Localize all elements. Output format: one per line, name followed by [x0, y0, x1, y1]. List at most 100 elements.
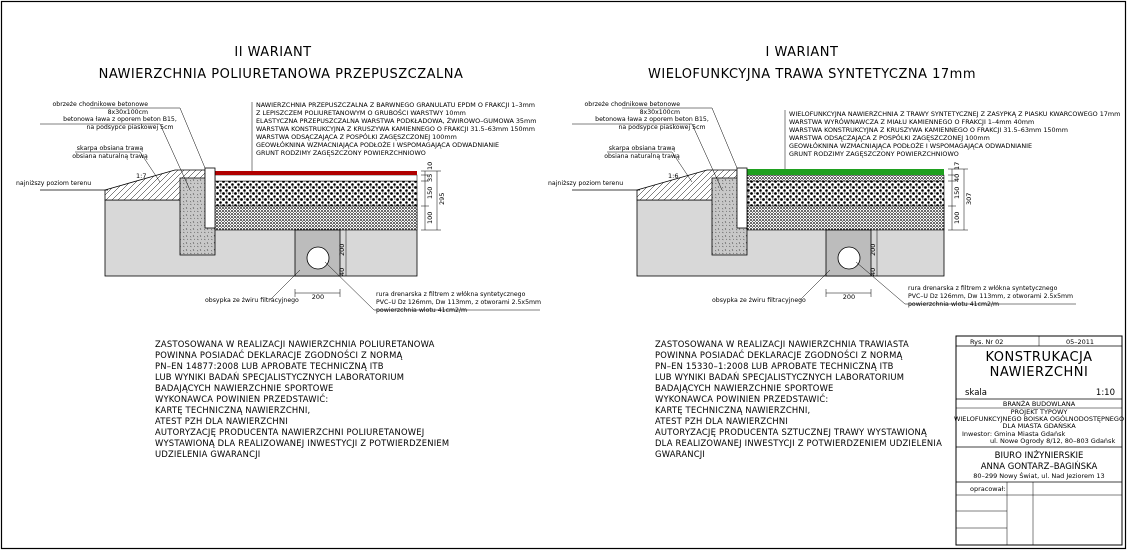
variant1-label-slope: skarpa obsiana trawą — [609, 145, 676, 152]
investor-line-1: Inwestor: Gmina Miasta Gdańsk — [962, 430, 1065, 438]
variant2-rubber-layer — [214, 174, 418, 182]
variant2-layer-2: Z LEPISZCZEM POLIURETANOWYM O GRUBOŚCI W… — [256, 108, 466, 117]
variant2-leader-1b — [179, 107, 206, 169]
variant1-layer-1: WIELOFUNKCYJNA NAWIERZCHNIA Z TRAWY SYNT… — [789, 110, 1120, 118]
variant2-drain-1: rura drenarska z filtrem z włókna syntet… — [376, 290, 526, 298]
drawing-number: Rys. Nr 02 — [970, 338, 1003, 346]
variant2-gravel-layer — [214, 180, 418, 207]
variant2-label-bench: betonowa ława z oporem beton B15, — [63, 116, 177, 123]
variant2-drain-3: powierzchnia wlotu 41cm2/m — [376, 307, 467, 314]
variant1-note-6: WYKONAWCA POWINIEN PRZEDSTAWIĆ: — [655, 393, 828, 404]
variant2-layer-4: WARSTWA KONSTRUKCYJNA Z KRUSZYWA KAMIENN… — [256, 125, 535, 133]
variant2-dim-35: 35 — [426, 174, 434, 182]
variant1-layer-5: GEOWŁÓKNINA WZMACNIAJĄCA PODŁOŻE I WSPOM… — [789, 141, 1032, 150]
variant2-leader-drain — [324, 261, 375, 311]
variant1-note-8: ATEST PZH DLA NAWIERZCHNI — [655, 416, 788, 426]
variant1-dim-100: 100 — [953, 212, 961, 224]
variant2-note-8: ATEST PZH DLA NAWIERZCHNI — [155, 416, 288, 426]
variant2-dimensions: 10 35 150 100 295 200 40 200 — [294, 162, 446, 301]
variant1-turf-layer — [747, 169, 944, 175]
variant1-drain-3: powierzchnia wlotu 41cm2/m — [908, 301, 999, 308]
variant1-label-ground: najniższy poziom terenu — [548, 180, 623, 187]
variant2-note-7: KARTĘ TECHNICZNĄ NAWIERZCHNI, — [155, 405, 310, 415]
variant1-drainage-layer — [746, 204, 945, 231]
variant2-layer-1: NAWIERZCHNIA PRZEPUSZCZALNA Z BARWNEGO G… — [256, 101, 535, 109]
variant1-note-11: GWARANCJI — [655, 449, 705, 459]
variant2-layer-5: WARSTWA ODSĄCZAJĄCA Z POSPÓLKI ZAGĘSZCZO… — [256, 132, 457, 141]
variant2-note-11: UDZIELENIA GWARANCJI — [155, 449, 260, 459]
variant2-note-9: AUTORYZACJĘ PRODUCENTA NAWIERZCHNI POLIU… — [155, 427, 424, 437]
variant2-dim-bed: 40 — [338, 268, 346, 276]
project-line-2: WIELOFUNKCYJNEGO BOISKA OGÓLNODOSTĘPNEGO — [954, 414, 1124, 423]
variant1-heading: I WARIANT — [766, 45, 839, 60]
variant1-dim-150: 150 — [953, 187, 961, 199]
variant1-label-backfill: obsypka ze żwiru filtracyjnego — [712, 297, 806, 304]
variant1-note-10: DLA REALIZOWANEJ INWESTYCJI Z POTWIERDZE… — [655, 438, 942, 448]
variant1-dim-307: 307 — [965, 193, 973, 205]
variant2-drain-2: PVC–U Dz 126mm, Dw 113mm, z otworami 2.5… — [376, 299, 541, 306]
variant1-note: ZASTOSOWANA W REALIZACJI NAWIERZCHNIA TR… — [655, 339, 942, 459]
variant1-label-bench: betonowa ława z oporem beton B15, — [595, 116, 709, 123]
variant1-gravel-layer — [746, 180, 945, 207]
variant1-label-bench-2: na podsypce piaskowej 5cm — [618, 124, 705, 131]
variant1-label-curb: obrzeże chodnikowe betonowe — [584, 101, 680, 108]
variant1-layer-2: WARSTWA WYRÓWNAWCZA Z MIAŁU KAMIENNEGO O… — [789, 117, 1034, 126]
title-block-frame — [955, 335, 1123, 546]
variant1-dim-17: 17 — [953, 162, 961, 170]
variant2-label-curb: obrzeże chodnikowe betonowe — [52, 101, 148, 108]
variant1-leveling-layer — [746, 174, 945, 182]
variant1-layer-list: WIELOFUNKCYJNA NAWIERZCHNIA Z TRAWY SYNT… — [784, 110, 1120, 169]
variant2-curb — [204, 167, 216, 229]
variant1-layer-3: WARSTWA KONSTRUKCYJNA Z KRUSZYWA KAMIENN… — [789, 126, 1068, 134]
variant2-note-5: BADAJĄCYCH NAWIERZCHNIE SPORTOWE — [155, 383, 334, 393]
variant2-note-6: WYKONAWCA POWINIEN PRZEDSTAWIĆ: — [155, 393, 328, 404]
office-address: 80–299 Nowy Świat, ul. Nad Jeziorem 13 — [973, 471, 1104, 480]
variant2-dim-150: 150 — [426, 187, 434, 199]
variant1-note-3: PN–EN 15330–1:2008 LUB APROBATE TECHNICZ… — [655, 361, 894, 371]
variant1-layer-6: GRUNT RODZIMY ZAGĘSZCZONY POWIERZCHNIOWO — [789, 150, 959, 158]
variant1-note-1: ZASTOSOWANA W REALIZACJI NAWIERZCHNIA TR… — [655, 339, 909, 349]
variant2-note-10: WYSTAWIONĄ DLA REALIZOWANEJ INWESTYCJI Z… — [155, 438, 449, 448]
variant1-curb — [736, 167, 748, 229]
variant2-section: II WARIANT NAWIERZCHNIA POLIURETANOWA PR… — [16, 45, 541, 459]
drawing-title-2: NAWIERZCHNI — [990, 365, 1089, 380]
title-block: Rys. Nr 02 05–2011 KONSTRUKACJA NAWIERZC… — [954, 335, 1124, 546]
variant1-dim-trench: 200 — [869, 244, 877, 256]
variant1-note-9: AUTORYZACJĘ PRODUCENTA SZTUCZNEJ TRAWY W… — [655, 427, 927, 437]
variant2-subheading: NAWIERZCHNIA POLIURETANOWA PRZEPUSZCZALN… — [99, 67, 464, 82]
office-owner: ANNA GONTARZ–BAGIŃSKA — [981, 460, 1098, 472]
variant2-leader-3b — [139, 151, 161, 183]
branch-label: BRANŻA BUDOWLANA — [1003, 399, 1076, 408]
prepared-by-label: opracował: — [970, 485, 1006, 493]
drawing-date: 05–2011 — [1066, 338, 1094, 346]
variant1-section: I WARIANT WIELOFUNKCYJNA TRAWA SYNTETYCZ… — [548, 45, 1120, 459]
variant2-label-backfill: obsypka ze żwiru filtracyjnego — [205, 297, 299, 304]
variant2-leader-backfill — [269, 269, 301, 301]
variant1-note-5: BADAJĄCYCH NAWIERZCHNIE SPORTOWE — [655, 383, 834, 393]
variant2-leader-2b — [159, 123, 191, 191]
variant2-dim-10: 10 — [426, 162, 434, 170]
scale-label: skala — [965, 388, 987, 398]
variant2-dim-width: 200 — [312, 293, 324, 301]
variant1-note-2: POWINNA POSIADAĆ DEKLARACJE ZGODNOŚCI Z … — [655, 349, 903, 360]
project-line-3: DLA MIASTA GDAŃSKA — [1002, 421, 1076, 430]
variant1-subheading: WIELOFUNKCYJNA TRAWA SYNTETYCZNA 17mm — [648, 67, 976, 82]
variant1-dim-bed: 40 — [869, 268, 877, 276]
variant1-label-slope-2: obsiana naturalną trawą — [604, 153, 680, 160]
variant2-layer-3: ELASTYCZNA PRZEPUSZCZALNA WARSTWA PODKŁA… — [256, 116, 536, 125]
variant2-heading: II WARIANT — [234, 45, 311, 60]
variant2-layer-7: GRUNT RODZIMY ZAGĘSZCZONY POWIERZCHNIOWO — [256, 149, 426, 157]
variant2-label-slope-2: obsiana naturalną trawą — [72, 153, 148, 160]
variant2-dim-295: 295 — [438, 193, 446, 205]
variant2-note-3: PN–EN 14877:2008 LUB APROBATE TECHNICZNĄ… — [155, 361, 384, 371]
variant1-note-7: KARTĘ TECHNICZNĄ NAWIERZCHNI, — [655, 405, 810, 415]
variant1-note-4: LUB WYNIKI BADAŃ SPECJALISTYCZNYCH LABOR… — [655, 371, 904, 382]
variant1-dim-40: 40 — [953, 174, 961, 182]
variant2-drainage-layer — [214, 204, 418, 231]
variant2-layer-6: GEOWŁÓKNINA WZMACNIAJĄCA PODŁOŻE I WSPOM… — [256, 140, 499, 149]
variant2-label-curb-size: 8x30x100cm — [108, 109, 148, 116]
variant1-layer-4: WARSTWA ODSĄCZAJĄCA Z POSPÓLKI ZAGĘSZCZO… — [789, 133, 990, 142]
variant2-label-bench-2: na podsypce piaskowej 5cm — [86, 124, 173, 131]
